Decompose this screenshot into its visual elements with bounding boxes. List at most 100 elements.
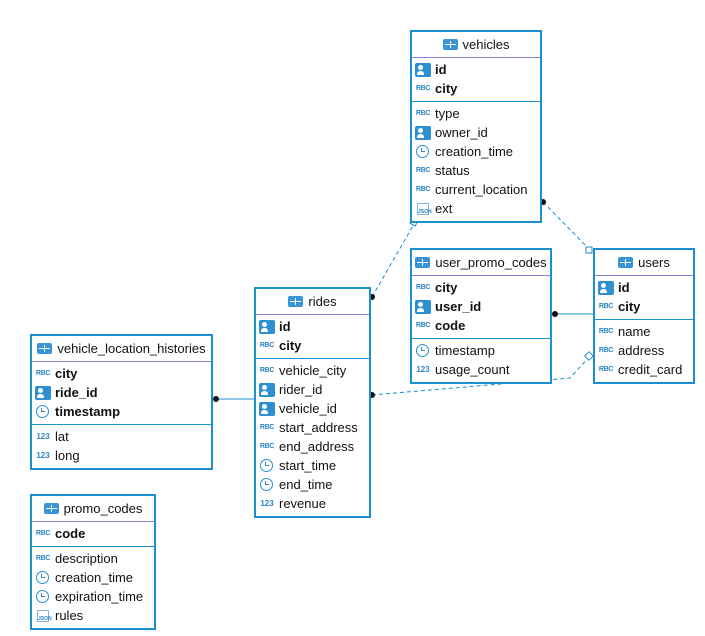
key-column-row[interactable]: id — [412, 60, 540, 79]
column-row[interactable]: creation_time — [412, 142, 540, 161]
key-column-icon — [259, 382, 275, 397]
column-name: description — [55, 551, 118, 566]
key-column-row[interactable]: ride_id — [32, 383, 211, 402]
column-row[interactable]: creation_time — [32, 568, 154, 587]
column-row[interactable]: RBC type — [412, 104, 540, 123]
table-header[interactable]: vehicle_location_histories — [32, 336, 211, 362]
column-row[interactable]: vehicle_id — [256, 399, 369, 418]
table-header[interactable]: rides — [256, 289, 369, 315]
column-name: city — [435, 280, 458, 295]
column-name: credit_card — [618, 362, 683, 377]
column-name: id — [435, 62, 447, 77]
table-header[interactable]: user_promo_codes — [412, 250, 550, 276]
table-name: promo_codes — [63, 501, 143, 516]
table-header[interactable]: users — [595, 250, 693, 276]
text-type-icon: RBC — [415, 110, 431, 117]
column-row[interactable]: start_time — [256, 456, 369, 475]
link-end-dot — [552, 311, 558, 317]
link-end-square — [585, 246, 593, 254]
column-name: timestamp — [55, 404, 121, 419]
key-column-row[interactable]: id — [595, 278, 693, 297]
column-row[interactable]: timestamp — [412, 341, 550, 360]
column-name: current_location — [435, 182, 528, 197]
column-row[interactable]: end_time — [256, 475, 369, 494]
column-row[interactable]: expiration_time — [32, 587, 154, 606]
key-column-row[interactable]: user_id — [412, 297, 550, 316]
table-icon — [415, 257, 431, 268]
json-icon: JSON — [37, 609, 52, 622]
clock-icon — [260, 459, 273, 472]
link-rides-vehicles[interactable] — [371, 223, 415, 298]
column-name: rider_id — [279, 382, 323, 397]
column-name: type — [435, 106, 460, 121]
key-column-row[interactable]: timestamp — [32, 402, 211, 421]
text-type-icon: RBC — [415, 186, 431, 193]
text-type-icon: RBC — [259, 367, 275, 374]
column-name: code — [435, 318, 466, 333]
text-type-icon: RBC — [35, 555, 51, 562]
column-name: code — [55, 526, 86, 541]
link-vehicles-users[interactable] — [542, 201, 591, 251]
column-row[interactable]: RBC current_location — [412, 180, 540, 199]
table-icon — [43, 503, 59, 514]
column-name: revenue — [279, 496, 326, 511]
column-name: owner_id — [435, 125, 488, 140]
column-row[interactable]: RBC description — [32, 549, 154, 568]
column-row[interactable]: rider_id — [256, 380, 369, 399]
text-type-icon: RBC — [259, 342, 275, 349]
link-end-square — [584, 351, 594, 361]
link-end-dot — [213, 396, 219, 402]
clock-icon — [416, 145, 429, 158]
column-name: ride_id — [55, 385, 98, 400]
key-column-icon — [35, 385, 51, 400]
clock-icon — [36, 405, 49, 418]
text-type-icon: RBC — [598, 328, 614, 335]
key-column-row[interactable]: id — [256, 317, 369, 336]
link-rides-users[interactable] — [371, 355, 591, 396]
column-row[interactable]: owner_id — [412, 123, 540, 142]
clock-icon — [36, 571, 49, 584]
column-name: timestamp — [435, 343, 495, 358]
table-header[interactable]: promo_codes — [32, 496, 154, 522]
column-name: end_time — [279, 477, 333, 492]
column-name: address — [618, 343, 665, 358]
column-name: rules — [55, 608, 84, 623]
column-name: start_address — [279, 420, 358, 435]
table-name: rides — [308, 294, 337, 309]
table-header[interactable]: vehicles — [412, 32, 540, 58]
